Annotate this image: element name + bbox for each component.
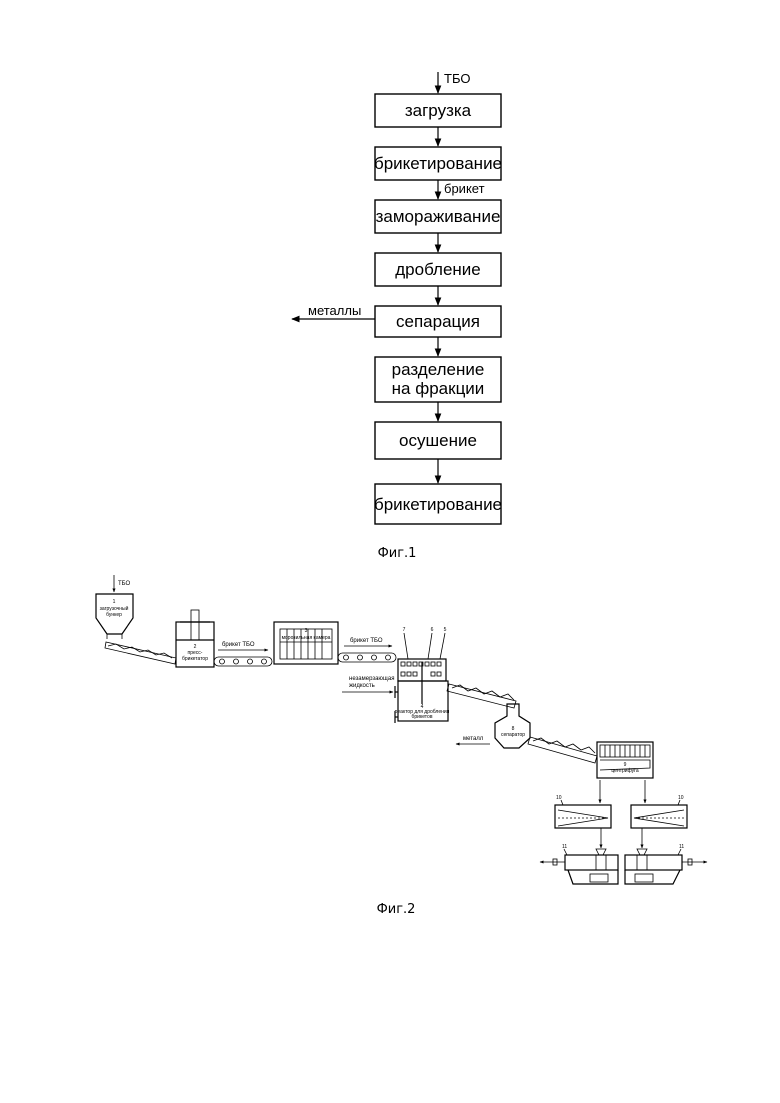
svg-text:сепаратор: сепаратор <box>501 732 525 738</box>
edge-label-briket: брикет <box>444 181 485 196</box>
crushing-reactor: 7 6 5 4 реактор для дробления брикетов <box>395 627 450 723</box>
svg-text:брикет ТБО: брикет ТБО <box>350 638 383 644</box>
step-label-fractions-1: разделение <box>392 360 485 379</box>
fig1-flowchart: ТБО загрузка брикетирование брикет замор… <box>292 71 502 561</box>
screw-conveyor-2 <box>447 684 516 708</box>
separator: 8 сепаратор <box>495 704 530 748</box>
svg-text:морозильная камера: морозильная камера <box>282 635 331 641</box>
svg-text:11: 11 <box>679 844 684 850</box>
metals-label: металлы <box>308 303 361 318</box>
metal-label: металл <box>463 736 484 742</box>
liquid-label-2: жидкость <box>349 683 375 689</box>
svg-text:7: 7 <box>403 627 406 633</box>
step-label-loading: загрузка <box>405 101 472 120</box>
press-briquetter: 2 пресс- брикетатор <box>176 610 214 667</box>
svg-text:1: 1 <box>113 599 116 605</box>
svg-text:3: 3 <box>305 628 308 634</box>
step-label-drying: осушение <box>399 431 477 450</box>
tbo-input-label: ТБО <box>118 581 131 587</box>
svg-text:6: 6 <box>431 627 434 633</box>
fig2-caption: Фиг.2 <box>377 902 416 917</box>
fig2-process-diagram: ТБО 1 загрузочный бункер 2 пресс- брикет… <box>96 575 707 917</box>
step-label-final-briquetting: брикетирование <box>374 495 502 514</box>
belt-conveyor-1: брикет ТБО <box>214 642 272 666</box>
dryer-right: 10 <box>631 795 687 828</box>
briquette-press-left: 11 <box>540 844 618 884</box>
svg-text:брикет ТБО: брикет ТБО <box>222 642 255 648</box>
svg-text:бункер: бункер <box>106 612 122 618</box>
step-label-separation: сепарация <box>396 312 480 331</box>
svg-text:11: 11 <box>562 844 567 850</box>
svg-text:5: 5 <box>444 627 447 633</box>
centrifuge: 9 центрифуга <box>597 742 653 778</box>
step-label-freezing: замораживание <box>376 207 501 226</box>
liquid-label-1: незамерзающая <box>349 676 394 682</box>
screw-conveyor-3 <box>528 737 597 763</box>
belt-conveyor-2: брикет ТБО <box>338 638 396 662</box>
input-label: ТБО <box>444 71 470 86</box>
freezing-chamber: 3 морозильная камера <box>274 622 338 664</box>
step-label-fractions-2: на фракции <box>392 379 485 398</box>
svg-text:загрузочный: загрузочный <box>100 605 129 612</box>
step-label-briquetting: брикетирование <box>374 154 502 173</box>
dryer-left: 10 <box>555 795 611 828</box>
loading-hopper: 1 загрузочный бункер <box>96 594 133 639</box>
step-label-crushing: дробление <box>395 260 481 279</box>
svg-text:брикетатор: брикетатор <box>182 656 208 662</box>
screw-conveyor-1 <box>105 642 176 664</box>
svg-text:10: 10 <box>678 795 684 801</box>
svg-text:центрифуга: центрифуга <box>611 768 638 774</box>
fig1-caption: Фиг.1 <box>378 546 417 561</box>
svg-text:брикетов: брикетов <box>412 714 433 720</box>
briquette-press-right: 11 <box>625 844 707 884</box>
